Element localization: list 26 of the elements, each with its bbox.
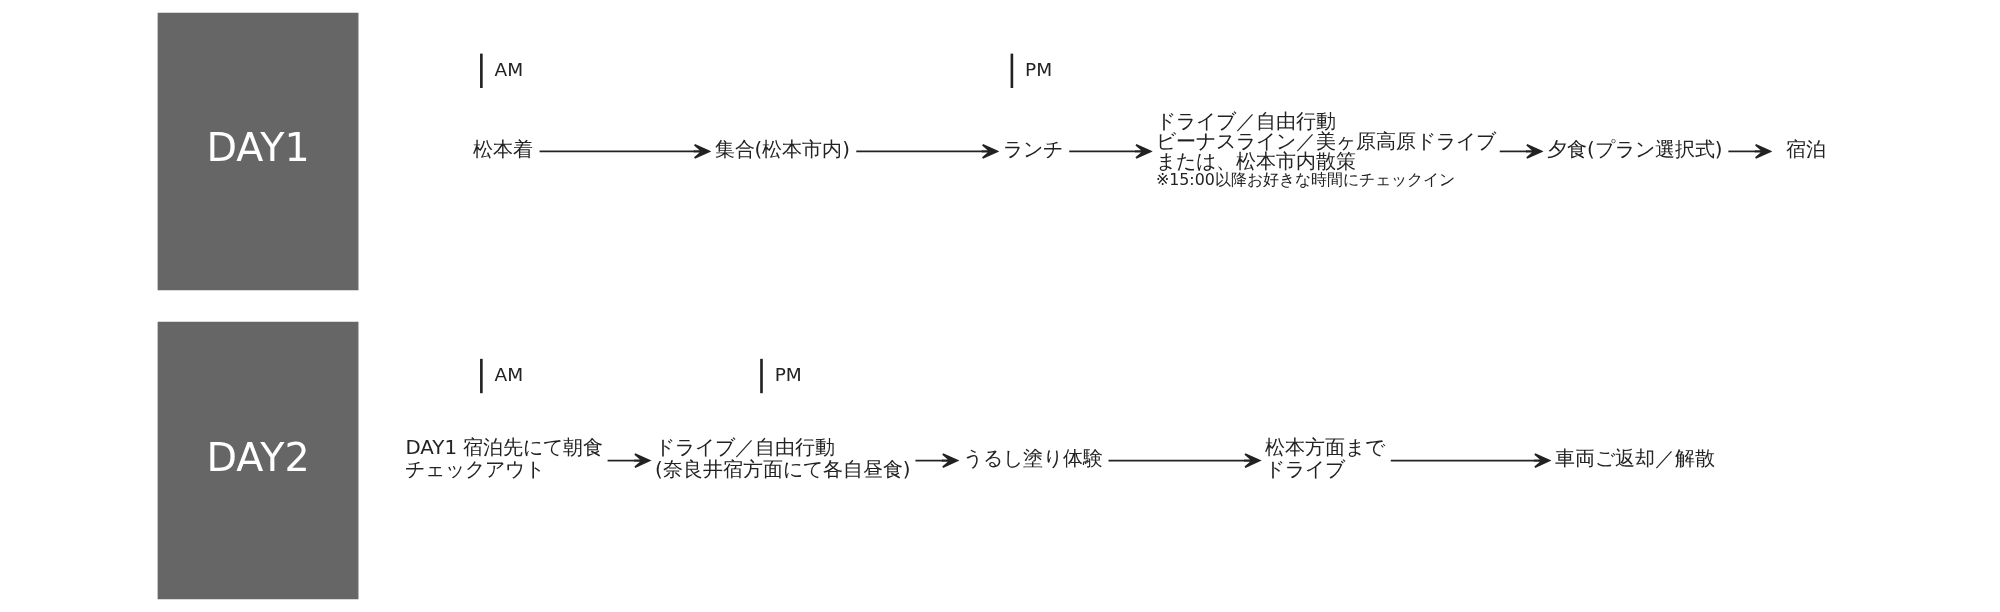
arrow xyxy=(1107,453,1261,468)
node-text: DAY1 宿泊先にて朝食 チェックアウト xyxy=(405,435,604,482)
arrow xyxy=(538,144,710,159)
label: PM xyxy=(774,363,802,385)
node-text: ドライブ／自由行動 ビーナスライン／美ヶ原高原ドライブまたは、松本市内散策 ※15:00以降お好きな時間にチェックイン xyxy=(1155,110,1496,189)
node-text: 車両ご返却／解散 xyxy=(1554,447,1715,471)
arrow xyxy=(606,453,651,468)
node-text: 集合(松本市内) xyxy=(714,138,851,162)
node-text: 夕食(プラン選択式) xyxy=(1547,138,1723,162)
node-text: 松本方面までドライブ xyxy=(1264,435,1385,482)
arrow xyxy=(914,453,959,468)
node-text: 松本着 xyxy=(473,138,534,162)
node-text: ランチ xyxy=(1002,138,1063,162)
node-text: ドライブ／自由行動 (奈良井宿方面にて各自昼食) xyxy=(655,435,911,482)
label: AM xyxy=(494,58,524,80)
label: AM xyxy=(494,363,524,385)
node-box: DAY1 xyxy=(157,12,359,291)
node-text: 宿泊 xyxy=(1785,138,1826,162)
arrow xyxy=(1727,144,1772,159)
arrow xyxy=(1068,144,1152,159)
label: PM xyxy=(1025,58,1053,80)
arrow xyxy=(855,144,999,159)
arrow xyxy=(1498,144,1543,159)
node-box: DAY2 xyxy=(157,321,359,600)
arrow xyxy=(1389,453,1551,468)
node-text: うるし塗り体験 xyxy=(963,447,1103,471)
